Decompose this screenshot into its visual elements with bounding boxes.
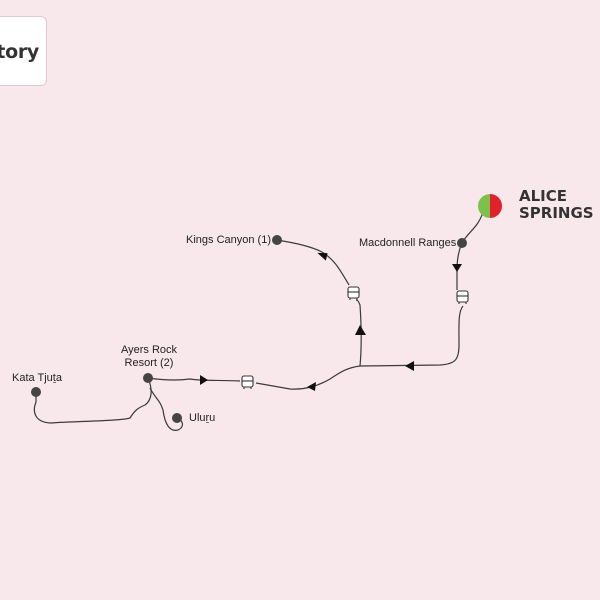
stop-label-uluru: Uluṟu [189,412,216,424]
arrow-up-icon [355,325,366,335]
arrow-down-icon [452,264,462,272]
transport-icons [241,286,469,389]
arrow-up-left-icon [317,252,328,261]
bus-icon [241,375,254,389]
arrow-left-icon [405,361,414,371]
stop-marker-kings-canyon [272,235,282,245]
arrow-left-icon [307,382,316,391]
title-text: itory [0,41,39,63]
stop-label-kata-tjuta: Kata Tjuṯa [12,372,62,384]
stop-marker-macdonnell [457,238,467,248]
direction-arrows [200,252,462,391]
stop-label-ayers-rock-line1: Ayers Rock [120,344,178,356]
title-card: itory [0,16,47,86]
stops [31,235,467,423]
stop-label-ayers-rock-line2: Resort (2) [124,357,174,369]
bus-icon [456,290,469,304]
start-label-line1: ALICE [519,187,568,205]
bus-icon [347,286,360,300]
route-lines [33,211,484,431]
arrow-right-icon [200,375,208,385]
stop-label-macdonnell: Macdonnell Ranges [359,237,457,249]
stop-label-ayers-rock: Ayers Rock Resort (2) [118,344,180,370]
start-label-line2: SPRINGS [519,204,594,222]
stop-marker-ayers-rock [143,373,153,383]
start-marker [478,194,502,218]
stop-marker-kata-tjuta [31,387,41,397]
stop-marker-uluru [172,413,182,423]
stop-label-kings-canyon: Kings Canyon (1) [186,234,271,246]
start-label: ALICE SPRINGS [519,188,594,222]
